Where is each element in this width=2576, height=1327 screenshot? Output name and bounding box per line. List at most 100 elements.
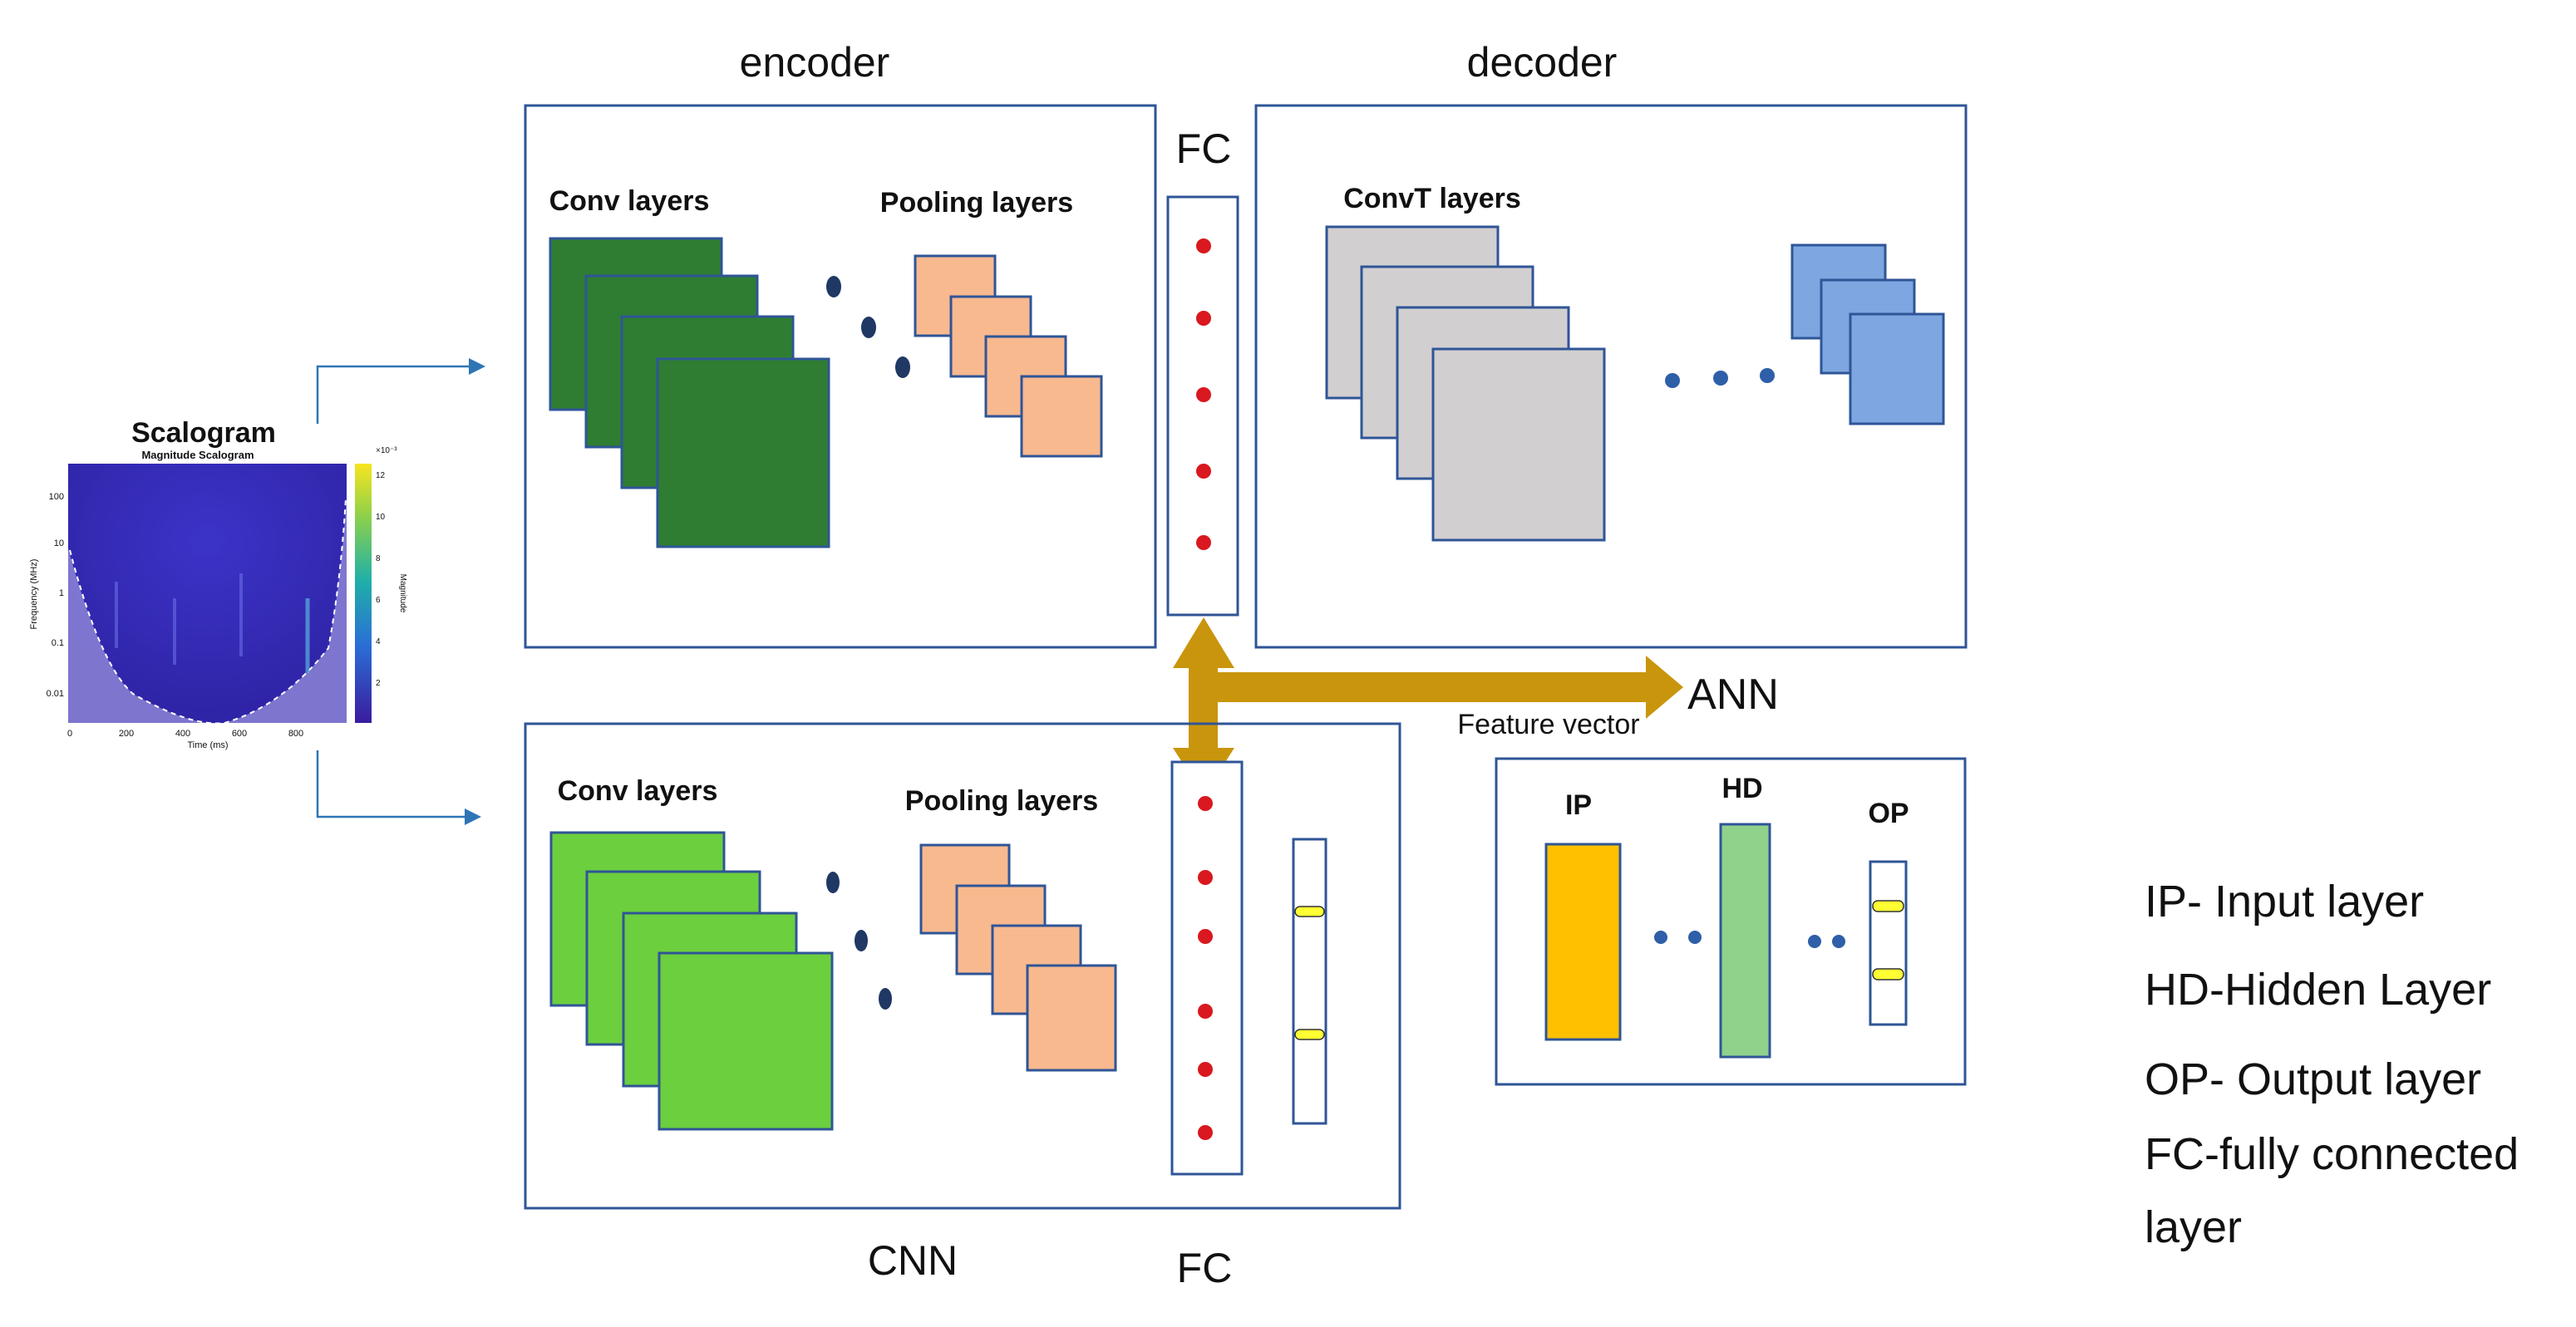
scalogram-xtick: 0 (67, 729, 72, 739)
scalogram-ytick: 0.01 (47, 689, 64, 699)
output-mark (1294, 906, 1325, 917)
colorbar-tick: 12 (376, 471, 386, 480)
fc-top-vector (1166, 195, 1239, 617)
fc-neuron (1196, 238, 1211, 253)
scalogram-ytick: 10 (54, 538, 64, 548)
arrow-to-ann-head (1646, 656, 1683, 719)
ellipsis-dot (1832, 935, 1845, 948)
decoder-convT-map (1431, 347, 1606, 542)
scalogram-ytick: 1 (59, 588, 64, 598)
ellipsis-dot (1688, 931, 1702, 944)
cnn-conv-map (658, 951, 834, 1131)
feature-vector-arrows: Feature vector ANN (1173, 617, 1779, 796)
decoder-block: decoder ConvT layers (1254, 39, 1968, 649)
ann-frame (1495, 757, 1967, 1086)
legend-item: IP- Input layer (2145, 877, 2424, 926)
encoder-conv-map (656, 357, 830, 548)
ellipsis-dot (879, 988, 892, 1010)
cnn-fc-label: FC (1177, 1245, 1233, 1291)
fc-neuron (1198, 1125, 1213, 1140)
scalogram-ytick: 100 (49, 492, 64, 502)
colorbar-tick: 4 (376, 637, 381, 646)
ellipsis-dot (1665, 373, 1680, 388)
fc-neuron (1196, 464, 1211, 479)
fc-top: FC (1166, 125, 1239, 617)
scalogram-cone-of-influence (68, 499, 347, 724)
cnn-block: Conv layers Pooling layers CNN FC (524, 722, 1401, 1291)
scalogram-colorbar-exp: ×10⁻³ (376, 446, 397, 455)
ellipsis-dot (826, 872, 840, 893)
ellipsis-dot (1713, 371, 1728, 386)
encoder-conv-label: Conv layers (549, 185, 710, 217)
ellipsis-dot (1808, 935, 1821, 948)
fc-neuron (1198, 1004, 1213, 1019)
scalogram-plot-title: Magnitude Scalogram (141, 449, 254, 461)
legend-item: layer (2145, 1202, 2242, 1252)
ellipsis-dot (855, 930, 868, 951)
ann-ip-label: IP (1565, 789, 1592, 821)
scalogram-xtick: 400 (175, 729, 190, 739)
arrow-up-head (1173, 617, 1234, 668)
encoder-pool-label: Pooling layers (880, 187, 1073, 219)
feature-vector-label: Feature vector (1457, 709, 1639, 740)
scalogram-ytick: 0.1 (52, 638, 64, 648)
ann-block: IP HD OP (1495, 757, 1967, 1086)
legend: IP- Input layer HD-Hidden Layer OP- Outp… (2145, 877, 2519, 1252)
scalogram-ylabel: Frequency (MHz) (29, 559, 39, 630)
ellipsis-dot (861, 317, 876, 338)
ellipsis-dot (895, 356, 910, 378)
legend-item: FC-fully connected (2145, 1129, 2519, 1179)
ann-output-layer (1869, 860, 1908, 1026)
scalogram-coi-line (69, 498, 347, 725)
ellipsis-dot (1760, 368, 1775, 383)
colorbar-tick: 10 (376, 513, 386, 522)
colorbar-tick: 8 (376, 554, 381, 563)
scalogram-panel: Scalogram Magnitude Scalogram 100 10 1 0… (29, 417, 407, 750)
decoder-label: decoder (1467, 39, 1618, 86)
fc-top-label: FC (1176, 125, 1232, 172)
arrow-to-encoder (316, 358, 485, 424)
decoder-frame (1254, 104, 1968, 649)
fc-neuron (1198, 870, 1213, 885)
scalogram-label: Scalogram (131, 417, 276, 449)
encoder-block: encoder Conv layers Pooling layers (524, 39, 1157, 649)
cnn-frame (524, 722, 1401, 1210)
cnn-pool-label: Pooling layers (905, 785, 1098, 817)
output-mark (1872, 968, 1904, 981)
scalogram-colorbar-label: Magnitude (398, 574, 407, 613)
fc-neuron (1198, 1062, 1213, 1077)
decoder-output-map (1849, 312, 1945, 425)
output-mark (1872, 900, 1904, 912)
fc-neuron (1196, 387, 1211, 402)
cnn-pool-map (1026, 964, 1117, 1072)
fc-neuron (1198, 929, 1213, 944)
colorbar-tick: 2 (376, 679, 381, 688)
decoder-convT-label: ConvT layers (1343, 183, 1521, 214)
scalogram-xtick: 800 (288, 729, 303, 739)
cnn-label: CNN (868, 1237, 958, 1284)
arrow-to-cnn (316, 750, 481, 825)
output-mark (1294, 1029, 1325, 1040)
ann-hd-label: HD (1721, 773, 1762, 804)
scalogram-xtick: 200 (119, 729, 134, 739)
arrow-to-ann-shaft (1218, 672, 1651, 702)
ann-label: ANN (1687, 671, 1779, 719)
ann-input-layer (1544, 843, 1622, 1041)
encoder-label: encoder (740, 39, 890, 86)
cnn-fc-vector (1170, 760, 1244, 1176)
ann-op-label: OP (1868, 798, 1909, 829)
ann-hidden-layer (1719, 823, 1771, 1059)
ellipsis-dot (826, 276, 841, 297)
legend-item: HD-Hidden Layer (2145, 965, 2491, 1015)
fc-neuron (1196, 311, 1211, 326)
colorbar-tick: 6 (376, 596, 381, 605)
legend-item: OP- Output layer (2145, 1054, 2481, 1104)
encoder-pool-map (1020, 375, 1103, 458)
ellipsis-dot (1654, 931, 1667, 944)
fc-neuron (1198, 796, 1213, 811)
encoder-frame (524, 104, 1157, 649)
scalogram-colorbar (355, 464, 372, 723)
cnn-conv-label: Conv layers (558, 775, 718, 807)
cnn-output-vector (1292, 838, 1327, 1125)
